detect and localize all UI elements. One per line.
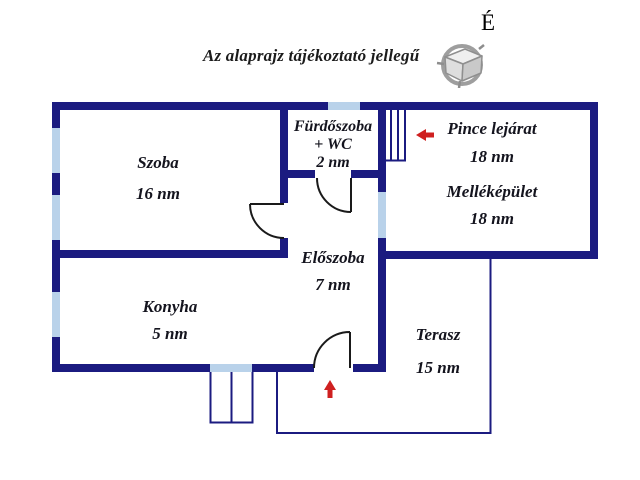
entrance-direction-arrow-icon xyxy=(324,380,336,398)
room-area-szoba: 16 nm xyxy=(136,184,180,203)
window-szoba-1 xyxy=(52,128,60,173)
room-label-pince: Pince lejárat xyxy=(446,119,538,138)
room-label-furdoszoba-wc: + WC xyxy=(314,136,352,153)
door-szoba xyxy=(249,203,285,239)
door-bathroom xyxy=(316,177,352,213)
arrows xyxy=(324,129,434,398)
basement-entrance-arrow-icon xyxy=(416,129,434,141)
room-label-szoba: Szoba xyxy=(137,153,179,172)
room-label-mellekepulet: Melléképület xyxy=(446,182,539,201)
exterior-steps-symbol xyxy=(209,372,254,424)
room-label-konyha: Konyha xyxy=(142,297,198,316)
opening-konyha-steps xyxy=(210,364,252,372)
thin-outlines xyxy=(209,110,492,434)
windows xyxy=(52,102,386,372)
window-bathroom-top xyxy=(328,102,360,110)
room-area-terasz: 15 nm xyxy=(416,358,460,377)
window-konyha xyxy=(52,292,60,337)
window-eloszoba-right xyxy=(378,192,386,238)
wall-house-bottom-left xyxy=(52,364,314,372)
room-area-furdoszoba: 2 nm xyxy=(315,154,349,171)
terrace-outline xyxy=(276,259,492,434)
north-indicator: É xyxy=(481,10,496,35)
disclaimer-text: Az alaprajz tájékoztató jellegű xyxy=(203,46,420,65)
room-area-eloszoba: 7 nm xyxy=(315,275,350,294)
room-label-terasz: Terasz xyxy=(416,325,461,344)
room-area-pince: 18 nm xyxy=(470,147,514,166)
compass-cube-icon xyxy=(436,44,485,88)
doors xyxy=(249,177,352,369)
wall-bathroom-bottom-right xyxy=(351,170,386,178)
window-szoba-2 xyxy=(52,195,60,240)
door-main-entrance xyxy=(313,331,351,369)
wall-outbuilding-right xyxy=(590,102,598,259)
wall-szoba-right-upper xyxy=(280,102,288,203)
wall-szoba-right-lower xyxy=(280,238,288,258)
basement-stairs-symbol xyxy=(386,110,406,162)
room-area-mellekepulet: 18 nm xyxy=(470,209,514,228)
wall-bathroom-bottom-left xyxy=(280,170,315,178)
wall-top xyxy=(52,102,598,110)
wall-szoba-bottom xyxy=(52,250,288,258)
room-labels: Szoba 16 nm Fürdőszoba + WC 2 nm Pince l… xyxy=(136,118,539,377)
wall-outbuilding-bottom xyxy=(378,251,598,259)
room-label-furdoszoba: Fürdőszoba xyxy=(293,118,372,135)
wall-house-bottom-right xyxy=(353,364,386,372)
room-area-konyha: 5 nm xyxy=(152,324,187,343)
room-label-eloszoba: Előszoba xyxy=(300,248,365,267)
